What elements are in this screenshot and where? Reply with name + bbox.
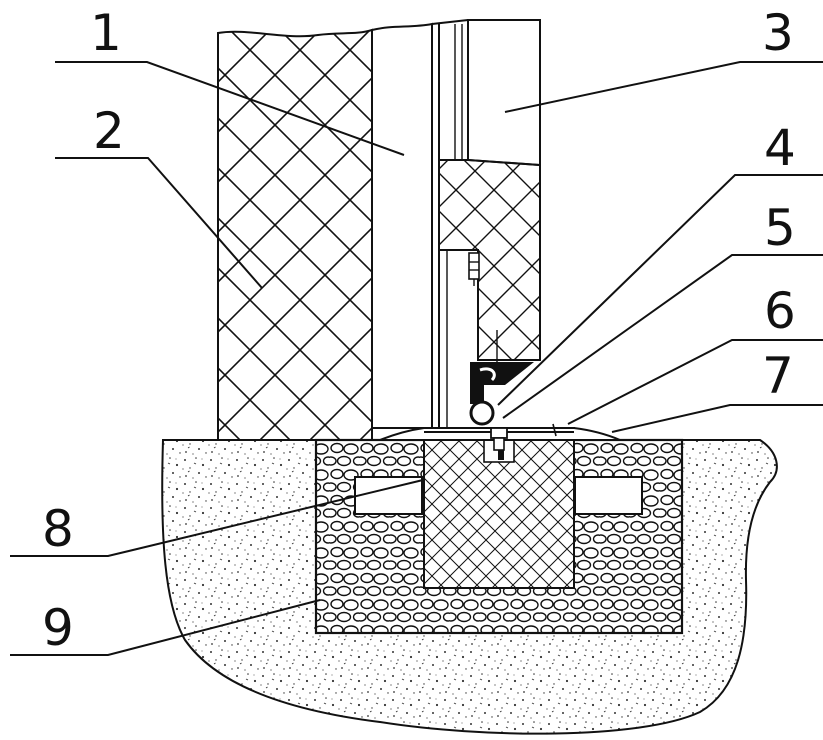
insulation-panel (217, 28, 373, 441)
wall-sheet (371, 22, 433, 429)
door-leaf-upper (467, 19, 541, 167)
label-6: 6 (764, 282, 796, 340)
anchor-bolt (490, 427, 508, 460)
label-7: 7 (762, 347, 794, 405)
right-void (574, 476, 643, 515)
rivet-mark (550, 423, 560, 437)
label-3: 3 (762, 4, 794, 62)
label-5: 5 (764, 199, 796, 257)
label-2: 2 (93, 102, 125, 160)
seal-bracket (470, 362, 534, 404)
label-9: 9 (42, 599, 74, 657)
label-8: 8 (42, 500, 74, 558)
seal-roller (469, 400, 495, 426)
label-1: 1 (90, 4, 122, 62)
label-4: 4 (764, 119, 796, 177)
leader-lines (10, 61, 823, 656)
door-leaf-insulation (438, 159, 541, 361)
door-bolt (468, 252, 480, 286)
